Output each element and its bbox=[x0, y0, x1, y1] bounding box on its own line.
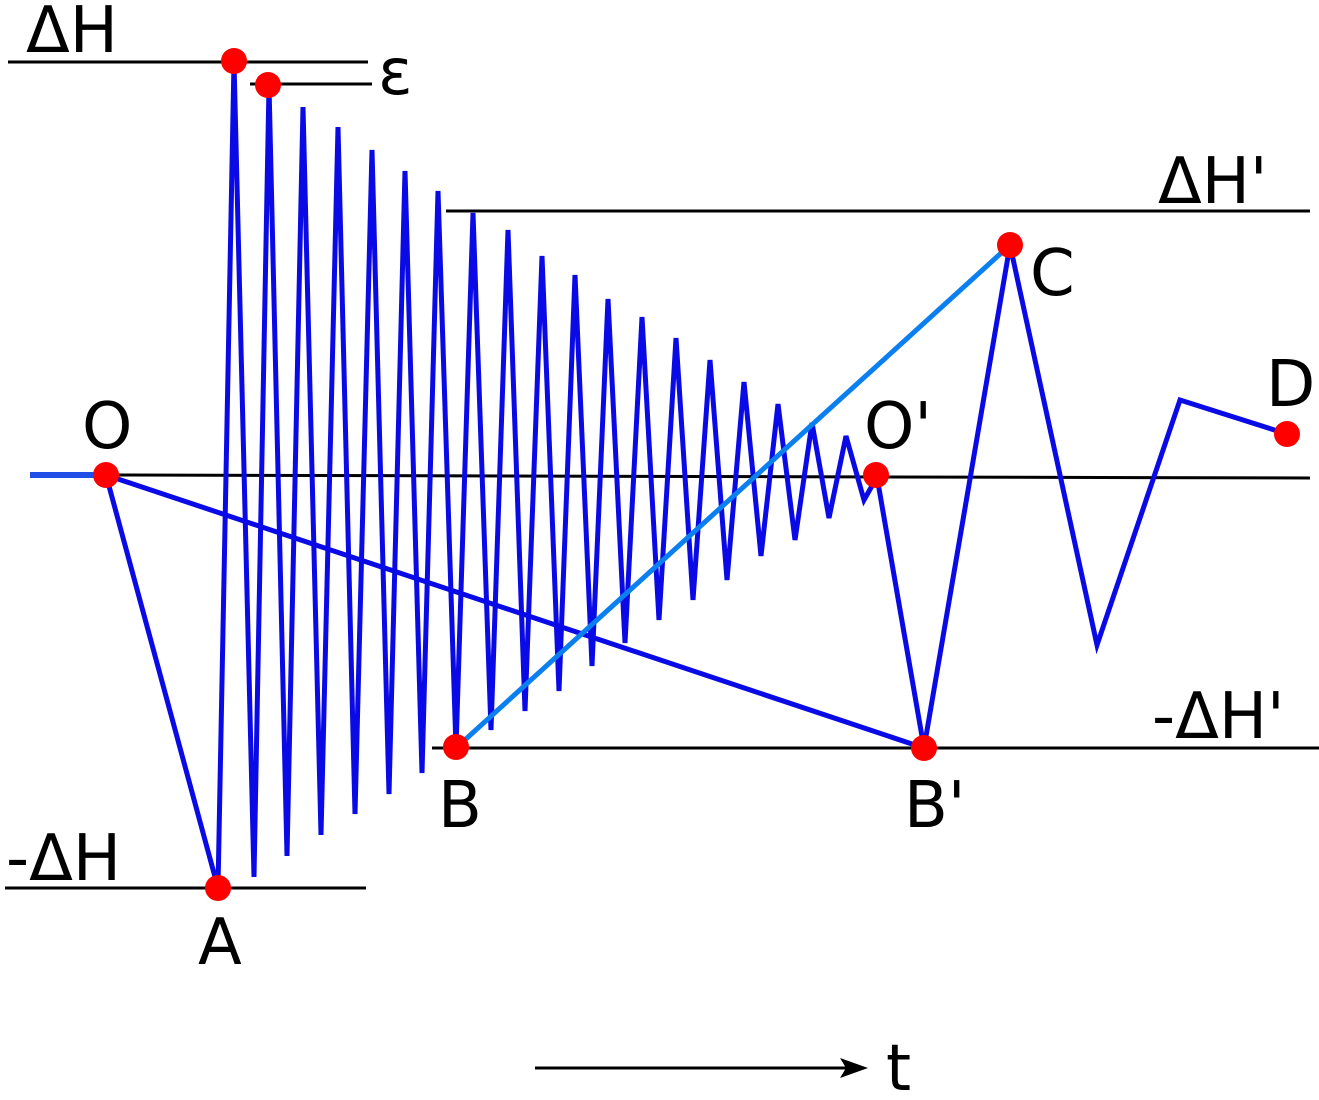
label-delta-h: ΔH bbox=[26, 0, 118, 68]
label-point-a: A bbox=[198, 906, 242, 980]
point-b bbox=[443, 734, 469, 760]
label-minus-delta-h: -ΔH bbox=[6, 822, 121, 896]
label-time-axis: t bbox=[886, 1032, 911, 1095]
label-minus-delta-h-prime: -ΔH' bbox=[1152, 680, 1285, 754]
point-d bbox=[1274, 421, 1300, 447]
label-point-d: D bbox=[1266, 348, 1315, 422]
point-c bbox=[997, 232, 1023, 258]
label-point-b: B bbox=[438, 769, 482, 843]
point-o bbox=[93, 462, 119, 488]
time-arrow-head bbox=[840, 1058, 868, 1078]
zero-line bbox=[107, 473, 1311, 480]
line-b-to-c bbox=[454, 243, 1012, 750]
label-point-c: C bbox=[1030, 237, 1075, 311]
time-arrow bbox=[535, 1058, 868, 1078]
point-b-prime bbox=[911, 735, 937, 761]
label-epsilon: ε bbox=[378, 36, 413, 110]
reference-lines bbox=[5, 60, 1319, 890]
oscillation-curve bbox=[103, 61, 1288, 889]
point-o-prime bbox=[863, 462, 889, 488]
point-epsilon-peak bbox=[255, 72, 281, 98]
label-point-o-prime: O' bbox=[864, 390, 932, 464]
label-point-o: O bbox=[82, 390, 132, 464]
line-o-to-b-prime bbox=[105, 472, 925, 751]
point-a bbox=[205, 875, 231, 901]
label-point-b-prime: B' bbox=[904, 769, 966, 843]
label-delta-h-prime: ΔH' bbox=[1158, 145, 1268, 219]
point-delta-h-peak bbox=[221, 48, 247, 74]
marked-points bbox=[93, 48, 1300, 901]
